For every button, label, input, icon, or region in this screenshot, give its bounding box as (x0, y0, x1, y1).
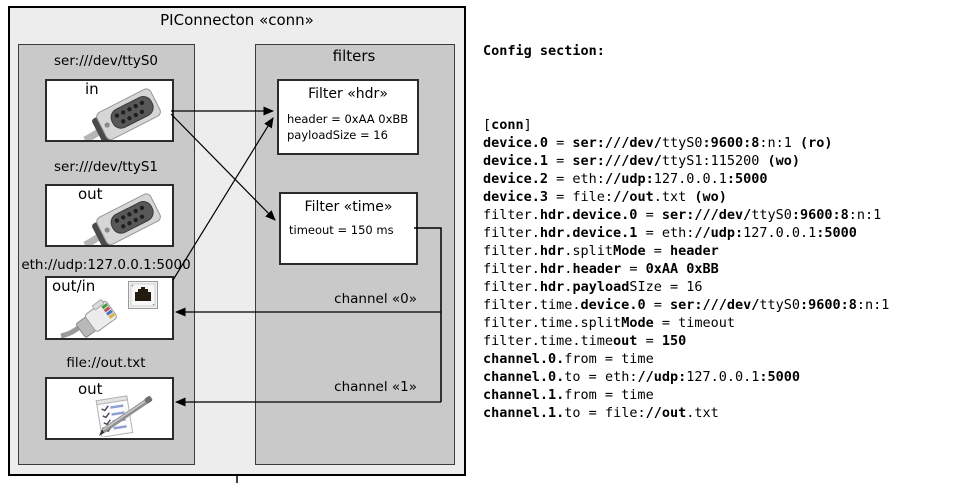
config-heading: Config section: (483, 43, 605, 59)
filter-hdr-prop-payload: payloadSize = 16 (287, 128, 388, 142)
channel-0-label: channel «0» (334, 291, 417, 307)
config-line: filter.hdr.device.0 = ser:///dev/ttyS0:9… (483, 207, 882, 223)
port-name: in (85, 80, 99, 98)
channel-1-label: channel «1» (334, 379, 417, 395)
serial-connector-icon (83, 193, 161, 245)
device-label-file: file://out.txt (66, 355, 146, 371)
config-line: filter.time.timeout = 150 (483, 333, 687, 349)
config-line: filter.hdr.header = 0xAA 0xBB (483, 261, 719, 277)
config-line: channel.1.from = time (483, 387, 654, 403)
filter-time-title: Filter «time» (304, 199, 393, 215)
config-section: Config section: [conn] device.0 = ser:///… (483, 6, 961, 458)
device-box-file: out (45, 377, 174, 440)
ethernet-plug-icon (60, 299, 117, 338)
device-label-ttys0: ser:///dev/ttyS0 (54, 53, 158, 69)
config-line: device.1 = ser:///dev/ttyS1:115200 (wo) (483, 153, 801, 169)
config-line: filter.hdr.device.1 = eth://udp:127.0.0.… (483, 225, 857, 241)
filter-hdr-prop-header: header = 0xAA 0xBB (287, 112, 409, 126)
config-line: device.3 = file://out.txt (wo) (483, 189, 727, 205)
device-box-eth: out/in (45, 276, 174, 340)
filter-hdr-title: Filter «hdr» (308, 86, 388, 102)
port-name: out/in (52, 277, 96, 295)
config-line: channel.0.to = eth://udp:127.0.0.1:5000 (483, 369, 801, 385)
config-line: filter.hdr.splitMode = header (483, 243, 719, 259)
filter-time-box: Filter «time» timeout = 150 ms (279, 192, 418, 265)
config-line: filter.time.splitMode = timeout (483, 315, 735, 331)
diagram-title: PIConnecton «conn» (160, 11, 314, 29)
device-label-ttys1: ser:///dev/ttyS1 (54, 159, 158, 175)
config-line: channel.1.to = file://out.txt (483, 405, 719, 421)
notepad-pen-icon (95, 395, 153, 437)
serial-connector-icon (83, 88, 161, 140)
device-label-eth: eth://udp:127.0.0.1:5000 (21, 257, 191, 273)
config-line: [conn] (483, 117, 532, 133)
filters-group-title: filters (332, 47, 376, 65)
config-line: device.2 = eth://udp:127.0.0.1:5000 (483, 171, 768, 187)
filter-hdr-box: Filter «hdr» header = 0xAA 0xBB payloadS… (277, 79, 419, 155)
config-lines: [conn] device.0 = ser:///dev/ttyS0:9600:8… (483, 116, 961, 422)
filter-time-prop-timeout: timeout = 150 ms (289, 223, 394, 237)
port-name: out (78, 380, 103, 398)
config-line: channel.0.from = time (483, 351, 654, 367)
config-line: filter.hdr.payloadSIze = 16 (483, 279, 703, 295)
port-name: out (78, 185, 103, 203)
config-line: device.0 = ser:///dev/ttyS0:9600:8:n:1 (… (483, 135, 833, 151)
config-line: filter.time.device.0 = ser:///dev/ttyS0:… (483, 297, 890, 313)
device-box-ttys1: out (45, 184, 174, 247)
device-box-ttys0: in (45, 79, 174, 142)
ethernet-port-icon (128, 281, 158, 309)
